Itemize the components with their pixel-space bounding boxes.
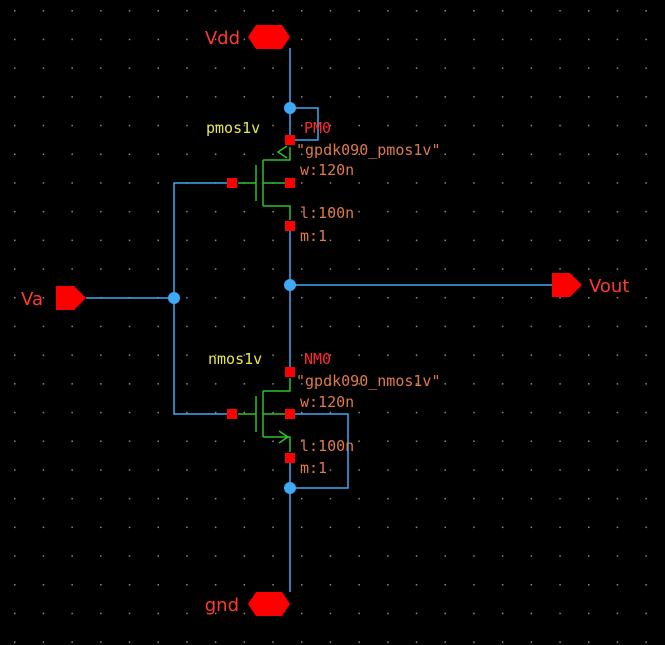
pmos-instance-name: PM0 [304,119,331,137]
nmos-instance-name: NM0 [304,350,331,368]
nmos-bulk-terminal[interactable] [285,409,295,419]
inout-pin-icon [248,592,290,616]
nmos-source-terminal[interactable] [285,453,295,463]
nmos-symbol [238,378,291,452]
grid-dots [14,10,647,643]
pin-vdd[interactable]: Vdd [205,25,290,49]
nmos-cell-name: nmos1v [208,350,262,368]
pmos-gate-terminal[interactable] [227,178,237,188]
pin-va[interactable]: Va [21,286,86,310]
input-pin-icon [56,286,86,310]
output-pin-icon [552,273,582,297]
nmos-model-name: "gpdk090_nmos1v" [296,372,441,390]
junction-gate [168,292,180,304]
pmos-cell-name: pmos1v [206,119,260,137]
wire-nmos-bulk[interactable] [290,413,349,489]
pin-vdd-label: Vdd [205,28,240,49]
nmos-multiplier: m:1 [300,459,327,477]
nmos-drain-terminal[interactable] [285,367,295,377]
pmos-source-terminal[interactable] [285,135,295,145]
pin-vout[interactable]: Vout [552,273,629,297]
nmos-width: w:120n [300,393,354,411]
wire-pmos-bulk[interactable] [290,107,319,141]
pmos-width: w:120n [300,161,354,179]
pmos-bulk-terminal[interactable] [285,178,295,188]
pmos-length: l:100n [300,204,354,222]
nmos-length: l:100n [300,437,354,455]
pmos-symbol [238,145,291,220]
junctions [168,102,296,494]
pin-va-label: Va [21,289,43,310]
pmos-device[interactable]: pmos1v PM0 "gpdk090_pmos1v" w:120n l:100… [206,119,441,245]
nmos-gate-terminal[interactable] [227,409,237,419]
pmos-terminals [227,135,295,231]
inout-pin-icon [248,25,290,49]
junction-gnd [284,482,296,494]
pmos-drain-terminal[interactable] [285,221,295,231]
nmos-terminals [227,367,295,463]
nmos-device[interactable]: nmos1v NM0 "gpdk090_nmos1v" w:120n l:100… [208,350,441,477]
pin-gnd-label: gnd [205,595,239,616]
junction-out [284,279,296,291]
pmos-multiplier: m:1 [300,227,327,245]
pmos-model-name: "gpdk090_pmos1v" [296,141,441,159]
pin-gnd[interactable]: gnd [205,592,290,616]
junction-vdd [284,102,296,114]
pin-vout-label: Vout [589,276,629,297]
